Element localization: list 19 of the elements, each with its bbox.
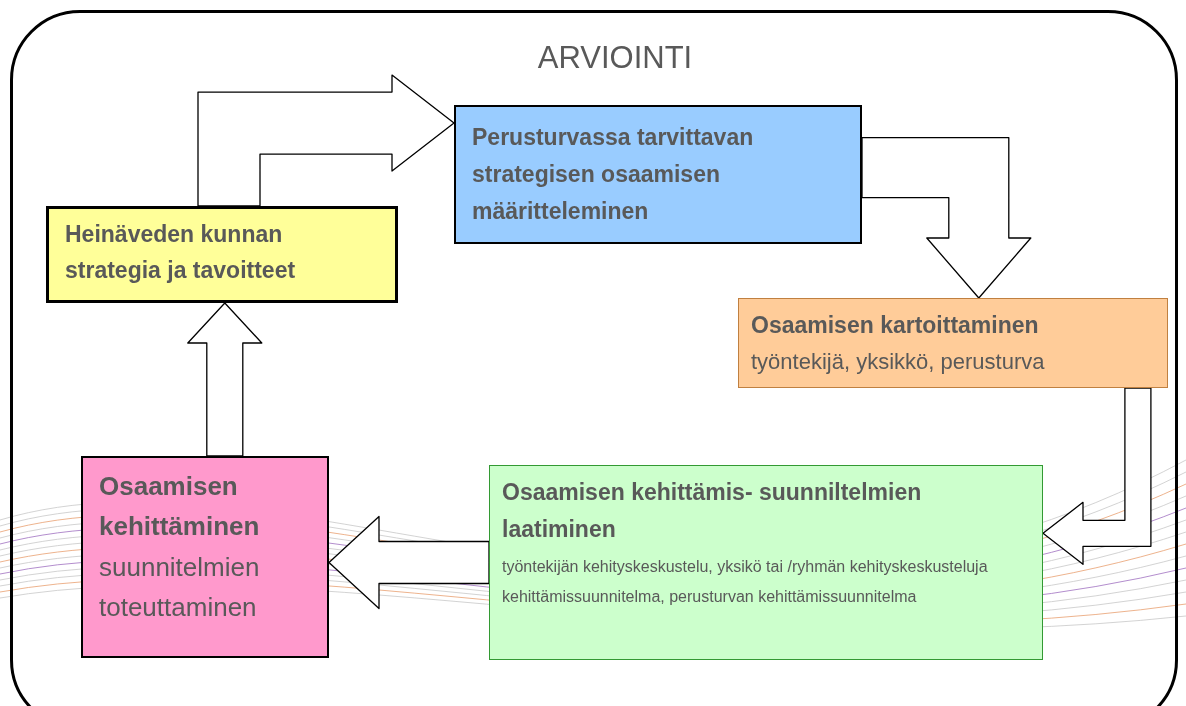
process-box <box>738 298 1168 388</box>
box-text: työntekijän kehityskeskustelu, yksikö tai /ryhmän kehityskeskusteluja kehittämissuunnitelma, perusturvan kehittämissuunnitelma <box>502 556 989 607</box>
box-heading: Perusturvassa tarvittavan strategisen osaamisen määritteleminen <box>472 123 755 226</box>
box-text: työntekijä, yksikkö, perusturva <box>751 347 1046 376</box>
block-arrow <box>328 515 490 610</box>
process-box <box>489 465 1043 660</box>
box-heading: Osaamisen kartoittaminen <box>751 311 1040 340</box>
block-arrow <box>1042 387 1152 565</box>
process-box <box>81 456 329 658</box>
block-arrow <box>197 74 455 207</box>
process-box <box>454 105 862 244</box>
box-heading: Osaamisen kehittämis- suunniltelmien laatiminen <box>502 478 923 544</box>
box-text: suunnitelmien toteuttaminen <box>99 550 261 624</box>
block-arrow <box>187 302 263 457</box>
evaluation-frame <box>10 10 1178 706</box>
frame-title: ARVIOINTI <box>536 39 694 77</box>
box-heading: Heinäveden kunnan strategia ja tavoitteet <box>65 220 297 285</box>
block-arrow <box>861 136 1032 299</box>
process-box <box>46 206 398 303</box>
